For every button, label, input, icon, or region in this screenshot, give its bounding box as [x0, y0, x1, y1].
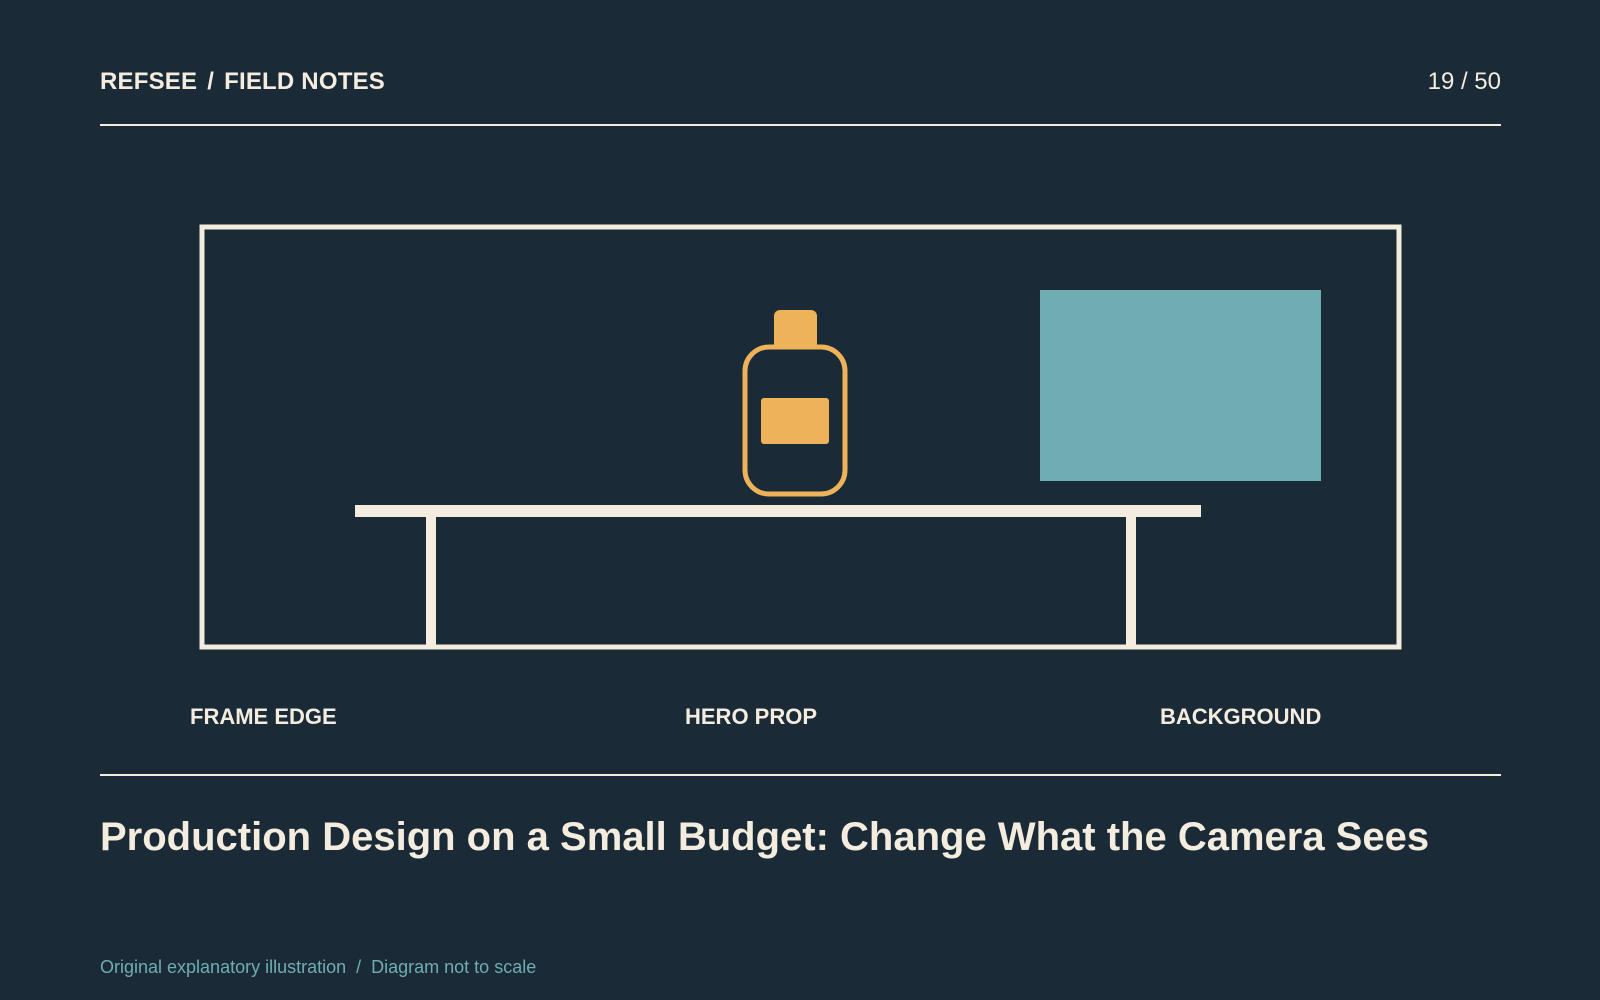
hero-prop-label: HERO PROP [685, 704, 818, 729]
frame-edge-label: FRAME EDGE [190, 704, 337, 729]
page-title: Production Design on a Small Budget: Cha… [100, 815, 1430, 859]
caption-left: Original explanatory illustration [100, 957, 347, 977]
breadcrumb-separator: / [207, 68, 215, 95]
brand-name: REFSEE [100, 68, 198, 95]
frame-edge-rect [199, 224, 1402, 650]
caption: Original explanatory illustration / Diagra… [100, 957, 536, 978]
hero-prop-bottle [742, 310, 848, 497]
section-name: FIELD NOTES [224, 68, 385, 95]
caption-separator: / [356, 957, 362, 977]
table-leg-left [426, 517, 436, 649]
background-label: BACKGROUND [1160, 704, 1322, 729]
bottle-label [761, 398, 829, 444]
bottom-divider [100, 774, 1501, 776]
bottle-cap [774, 310, 817, 352]
top-divider [100, 124, 1501, 126]
caption-right: Diagram not to scale [371, 957, 537, 977]
page-counter: 19 / 50 [1427, 68, 1501, 95]
table-top [355, 505, 1201, 517]
header-breadcrumb: REFSEE / FIELD NOTES [100, 68, 385, 96]
background-panel [1040, 290, 1321, 481]
table-leg-right [1126, 517, 1136, 649]
